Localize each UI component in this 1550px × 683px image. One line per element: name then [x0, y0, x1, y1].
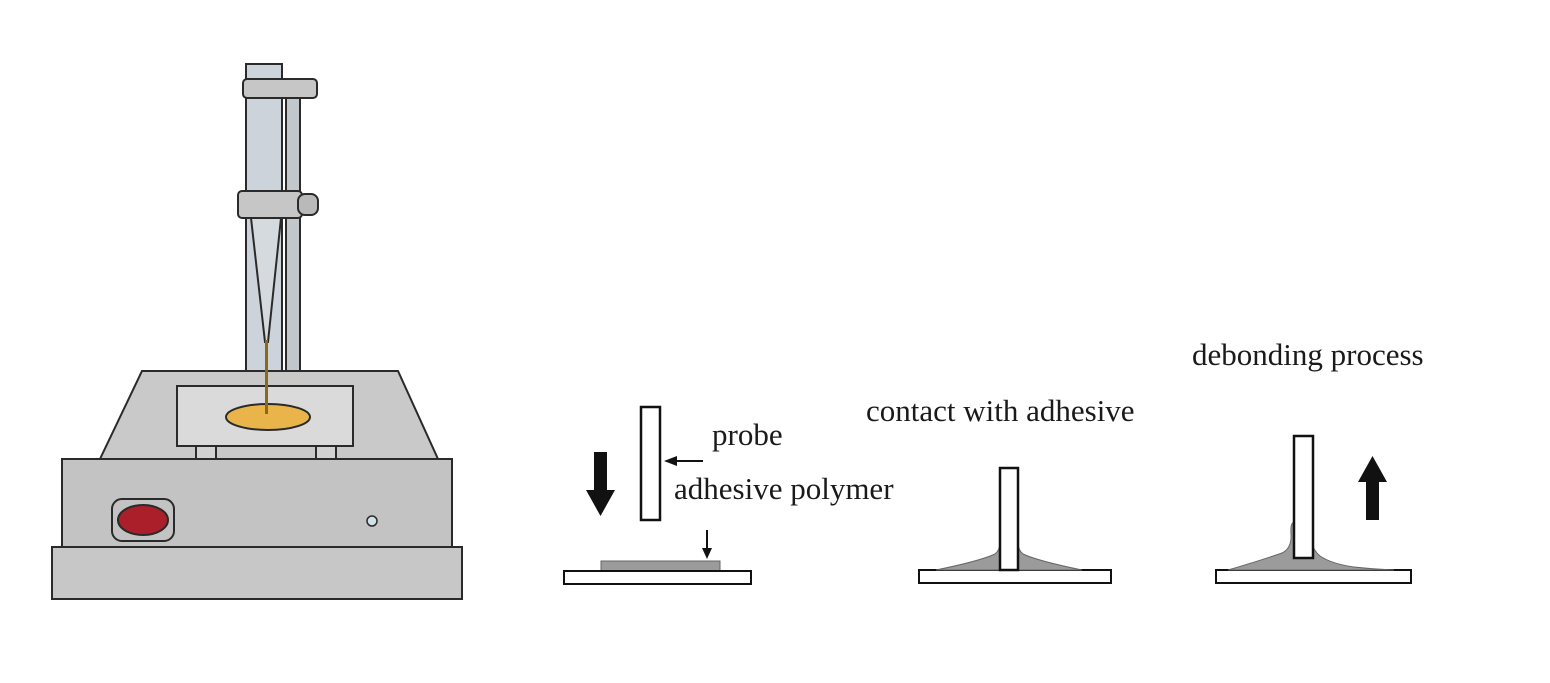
probe-pointer-arrowhead-icon — [664, 456, 677, 466]
bold-down-arrow-icon — [586, 452, 615, 516]
label-adhesive-polymer: adhesive polymer — [674, 471, 894, 506]
adhesive-layer — [600, 560, 721, 572]
machine-clamp — [237, 190, 303, 219]
machine-clamp-knob — [297, 193, 319, 216]
label-debonding-process: debonding process — [1192, 337, 1424, 372]
substrate-contact — [918, 569, 1112, 584]
indicator-led — [366, 515, 378, 527]
probe-bar-debonding — [1292, 434, 1315, 560]
substrate-approach — [563, 570, 752, 585]
machine-rear-rail — [285, 87, 301, 375]
label-contact-with-adhesive: contact with adhesive — [866, 393, 1135, 428]
power-button — [117, 504, 169, 536]
stage-contact — [918, 466, 1112, 584]
machine-crossbar — [242, 78, 318, 99]
stage-foot-right — [315, 445, 337, 461]
stage-foot-left — [195, 445, 217, 461]
small-down-arrowhead-icon — [702, 548, 712, 559]
stage-approach — [563, 405, 752, 585]
machine-base-lower — [51, 546, 463, 600]
substrate-debonding — [1215, 569, 1412, 584]
probe-bar-contact — [998, 466, 1020, 572]
probe-bar-approach — [639, 405, 662, 522]
stage-debonding — [1215, 434, 1412, 584]
instrument-illustration — [51, 63, 463, 600]
bold-up-arrow-icon — [1358, 456, 1387, 520]
label-probe: probe — [712, 417, 783, 452]
